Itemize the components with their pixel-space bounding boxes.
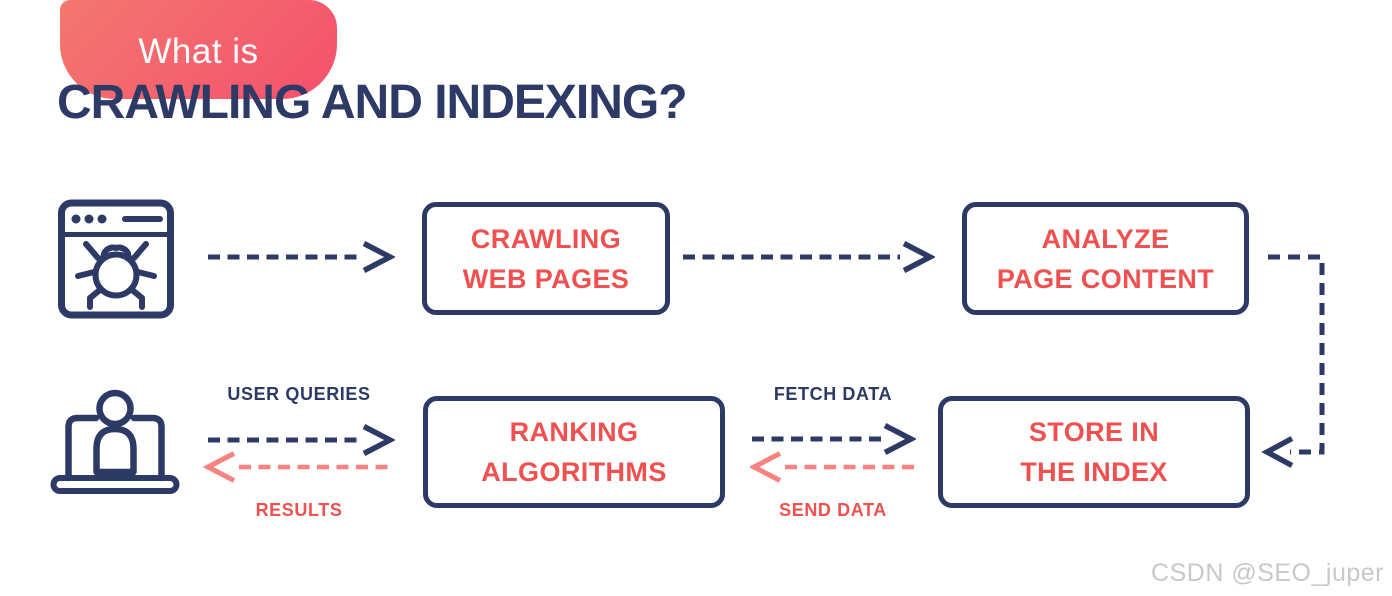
page-title: CRAWLING AND INDEXING? <box>57 76 688 129</box>
box-line: WEB PAGES <box>462 263 630 294</box>
arrow-crawling-to-analyze-icon <box>683 241 935 273</box>
box-line: CRAWLING <box>470 223 622 254</box>
fetch-data-label: FETCH DATA <box>773 384 893 404</box>
ranking-algorithms-box: RANKING ALGORITHMS <box>423 396 725 508</box>
crawling-web-pages-box: CRAWLING WEB PAGES <box>422 202 670 315</box>
laptop-user-icon <box>50 389 180 494</box>
arrow-crawler-to-crawling-icon <box>208 241 395 273</box>
arrow-fetch-data-icon <box>752 423 916 455</box>
box-line: ALGORITHMS <box>481 457 667 487</box>
browser-bug-icon <box>58 199 174 319</box>
box-line: STORE IN <box>1028 417 1160 447</box>
box-line: RANKING <box>509 417 639 447</box>
arrow-user-queries-icon <box>208 424 395 456</box>
analyze-page-content-box: ANALYZE PAGE CONTENT <box>962 202 1249 315</box>
title-badge: What is <box>60 0 337 99</box>
store-in-the-index-box: STORE IN THE INDEX <box>938 396 1250 508</box>
badge-label: What is <box>138 31 259 71</box>
arrow-send-data-icon <box>750 451 914 483</box>
arrow-results-icon <box>203 451 393 483</box>
user-queries-label: USER QUERIES <box>227 384 371 404</box>
box-line: THE INDEX <box>1020 457 1168 487</box>
box-line: PAGE CONTENT <box>996 263 1215 294</box>
box-line: ANALYZE <box>1041 223 1170 254</box>
connector-analyze-to-store-icon <box>1261 254 1325 468</box>
watermark: CSDN @SEO_juper <box>1151 559 1384 587</box>
results-label: RESULTS <box>255 500 343 520</box>
send-data-label: SEND DATA <box>779 500 887 520</box>
